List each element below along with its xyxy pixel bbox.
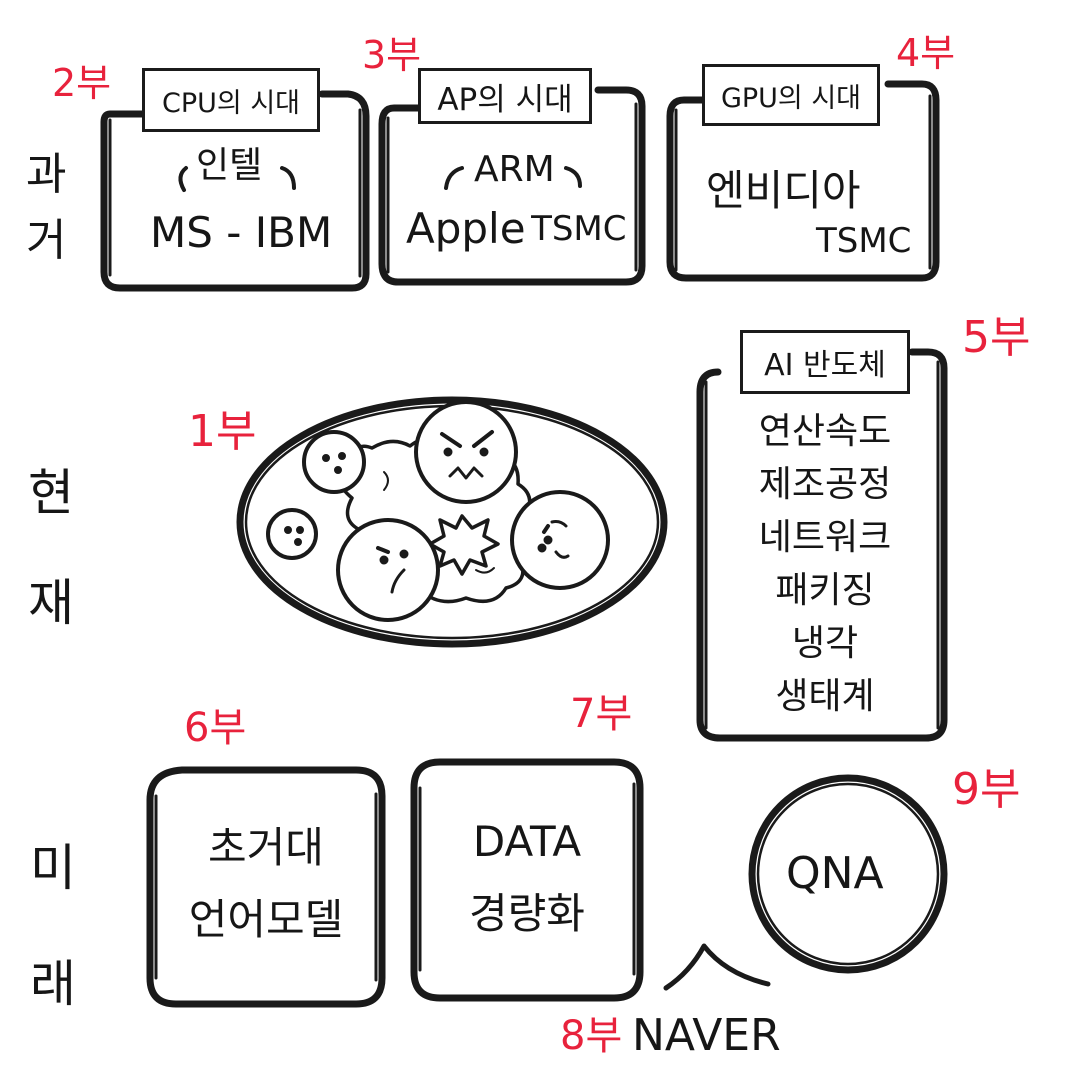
cpu-era-tag: CPU의 시대 (142, 68, 320, 132)
qna-circle-outline (748, 774, 948, 974)
ai-topic-item: 연산속도 (758, 410, 892, 452)
ai-topic-item: 제조공정 (758, 463, 892, 505)
era-label-past: 과 거 (26, 149, 67, 266)
face-sad-left (336, 518, 440, 622)
gpu-era-tag: GPU의 시대 (702, 64, 880, 126)
part-label-8: 8부 (560, 1013, 623, 1059)
part-label-9: 9부 (952, 764, 1021, 815)
burst-icon (428, 514, 500, 576)
face-small-2 (266, 508, 318, 560)
ap-top-label: ARM (474, 149, 555, 190)
gpu-main-label: 엔비디아 (706, 166, 861, 215)
ai-topic-list: 연산속도 제조공정 네트워크 패키징 냉각 생태계 (730, 405, 920, 723)
ai-topic-item: 생태계 (775, 675, 875, 717)
gpu-box-outline (666, 80, 940, 282)
part-label-2: 2부 (52, 61, 112, 105)
era-label-future: 미 래 (30, 839, 76, 1013)
part-label-6: 6부 (184, 705, 247, 751)
ai-era-tag: AI 반도체 (740, 330, 910, 394)
ai-topic-item: 냉각 (791, 622, 859, 664)
naver-label: NAVER (632, 1010, 781, 1061)
cpu-top-label: 인텔 (196, 145, 263, 186)
cpu-box-outline (100, 90, 370, 292)
part-label-1: 1부 (188, 406, 257, 457)
face-angry (414, 400, 518, 504)
ai-topic-item: 패키징 (775, 569, 875, 611)
plate-illustration (236, 396, 668, 648)
ap-box-outline (378, 86, 646, 286)
part-label-3: 3부 (362, 33, 422, 77)
data-box-outline (410, 758, 644, 1002)
ap-bottom-right-label: - TSMC (508, 209, 627, 249)
bracket-ticks (178, 166, 582, 192)
caret-up-icon (663, 943, 771, 991)
gpu-sub-label: TSMC (816, 221, 912, 261)
ai-box-outline (696, 348, 948, 742)
face-small-1 (302, 430, 366, 494)
part-label-4: 4부 (896, 31, 956, 75)
llm-box-outline (146, 766, 386, 1008)
ai-topic-item: 네트워크 (758, 516, 892, 558)
part-label-5: 5부 (962, 312, 1031, 363)
face-sad-right (510, 490, 610, 590)
ap-bottom-left-label: Apple (406, 204, 526, 253)
cpu-bottom-label: MS - IBM (150, 208, 333, 257)
llm-label: 초거대 언어모델 (188, 823, 344, 944)
era-label-present: 현 재 (28, 464, 74, 632)
qna-label: QNA (786, 848, 884, 899)
part-label-7: 7부 (570, 691, 633, 737)
ap-era-tag: AP의 시대 (418, 68, 592, 124)
data-label: DATA 경량화 (469, 817, 585, 938)
